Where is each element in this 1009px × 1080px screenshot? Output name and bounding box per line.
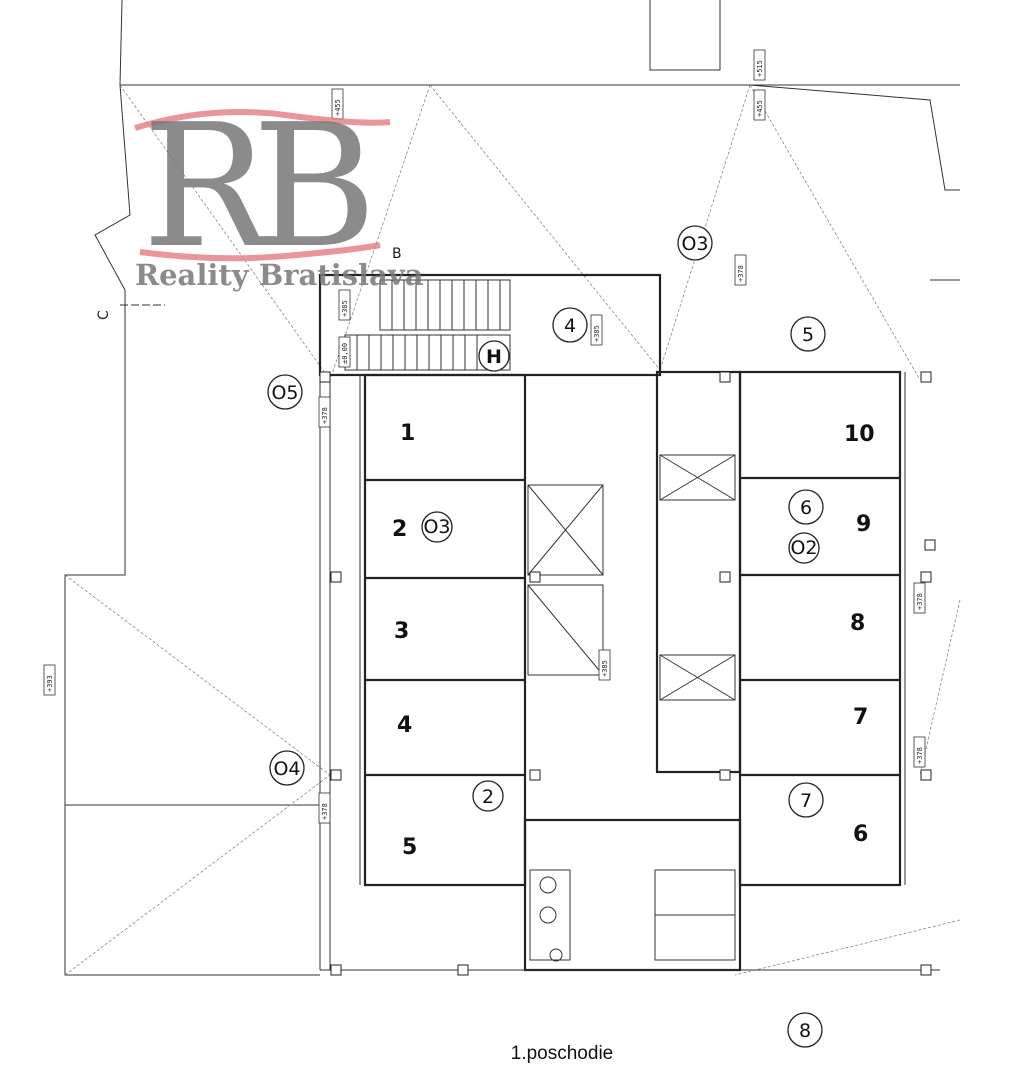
marker-o3-room2: O3 <box>421 511 453 543</box>
room-number: 1 <box>400 421 415 446</box>
room-number: 3 <box>394 619 409 644</box>
marker-5: 5 <box>790 316 826 352</box>
room-number: 7 <box>853 705 868 730</box>
elevation-tag: +378 <box>321 407 329 424</box>
svg-text:O2: O2 <box>790 537 817 559</box>
room-numbers: 1 2 3 4 5 6 7 8 9 10 <box>392 421 875 860</box>
elevation-tag: +515 <box>756 60 764 77</box>
elevation-tag: +378 <box>916 747 924 764</box>
svg-text:5: 5 <box>802 324 814 346</box>
section-mark-b: B <box>392 246 402 262</box>
marker-7: 7 <box>788 782 824 818</box>
svg-text:O5: O5 <box>271 382 298 404</box>
brand-name: Reality Bratislava <box>135 258 424 292</box>
elevation-tag: +378 <box>321 803 329 820</box>
svg-text:O4: O4 <box>273 758 300 780</box>
room-number: 10 <box>844 422 875 447</box>
svg-text:H: H <box>486 346 502 368</box>
marker-o3: O3 <box>677 225 713 261</box>
rb-logo: RB <box>142 88 367 286</box>
elevation-tag: +378 <box>737 265 745 282</box>
elevation-tag: +455 <box>334 99 342 116</box>
elevation-tag: +393 <box>46 675 54 692</box>
roof-outline <box>64 0 961 976</box>
elevation-tag: +378 <box>916 593 924 610</box>
svg-text:2: 2 <box>482 786 494 808</box>
room-number: 6 <box>853 822 868 847</box>
room-number: 2 <box>392 517 407 542</box>
room-number: 9 <box>856 512 871 537</box>
grid-markers: 4 5 6 7 8 2 H O5 O4 O3 O2 O3 <box>267 225 826 1048</box>
room-number: 4 <box>397 713 412 738</box>
marker-o5: O5 <box>267 374 303 410</box>
elevation-tag: ±0,00 <box>341 343 349 364</box>
elevation-tag: +385 <box>341 300 349 317</box>
elevation-tag: +455 <box>756 100 764 117</box>
svg-text:4: 4 <box>564 315 576 337</box>
elevation-tag: +385 <box>601 660 609 677</box>
svg-text:6: 6 <box>800 497 812 519</box>
marker-o4: O4 <box>269 750 305 786</box>
room-number: 8 <box>850 611 865 636</box>
room-number: 5 <box>402 835 417 860</box>
floor-caption: 1.poschodie <box>510 1043 614 1064</box>
svg-text:8: 8 <box>799 1020 811 1042</box>
svg-text:7: 7 <box>800 790 812 812</box>
marker-o2: O2 <box>788 532 820 564</box>
svg-text:O3: O3 <box>681 233 708 255</box>
section-mark-c: C <box>96 310 112 320</box>
marker-8: 8 <box>787 1012 823 1048</box>
elevation-tags: +455 +515 +455 +378 +385 ±0,00 +385 +378… <box>43 49 926 824</box>
watermark-logo: RB Reality Bratislava <box>134 88 424 292</box>
columns <box>319 371 936 976</box>
marker-6: 6 <box>788 489 824 525</box>
marker-h: H <box>478 340 510 372</box>
marker-4: 4 <box>552 307 588 343</box>
marker-2: 2 <box>472 780 504 812</box>
elevation-tag: +385 <box>593 325 601 342</box>
building-walls <box>318 273 940 972</box>
svg-text:O3: O3 <box>423 516 450 538</box>
